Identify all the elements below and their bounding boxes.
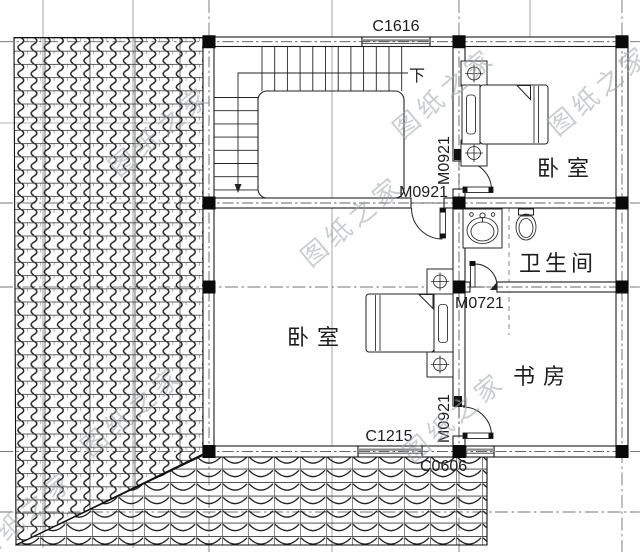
column xyxy=(615,445,629,458)
wall-centerlines xyxy=(203,37,628,457)
door-study xyxy=(454,396,494,439)
watermark-text: 图纸之家 xyxy=(296,171,410,274)
toilet-bowl xyxy=(515,213,537,241)
sink-counter xyxy=(462,208,503,249)
column xyxy=(452,445,466,458)
column xyxy=(202,196,216,210)
bathroom-sink xyxy=(462,208,503,249)
column xyxy=(452,196,466,210)
door-strike xyxy=(490,282,497,290)
door-label-m0921-main: M0921 xyxy=(399,184,448,201)
room-label-bedroom-top: 卧室 xyxy=(537,157,597,182)
door-label-m0921-study: M0921 xyxy=(436,394,453,443)
column xyxy=(615,196,629,210)
doors xyxy=(411,149,498,439)
bed-body xyxy=(365,293,435,353)
bed-main-bedroom xyxy=(365,268,454,378)
column xyxy=(202,445,216,458)
structural-columns xyxy=(202,35,629,458)
staircase: 下 xyxy=(214,46,425,199)
sink-bowl xyxy=(466,217,499,244)
roof-hip-line xyxy=(15,453,205,546)
room-label-bedroom-main: 卧室 xyxy=(287,326,347,351)
labels: C1616 C1215 C0606 M0921 M0921 M0921 M072… xyxy=(287,18,597,475)
stair-treads-left xyxy=(214,97,258,191)
stair-treads-top xyxy=(261,46,403,91)
toilet-tank xyxy=(518,208,534,216)
roof-batten-lines xyxy=(44,37,181,545)
stair-down-label: 下 xyxy=(409,66,425,85)
column xyxy=(202,35,216,49)
column xyxy=(615,280,629,294)
door-label-m0921-top: M0921 xyxy=(436,136,453,185)
room-label-bathroom: 卫生间 xyxy=(519,252,597,277)
bed-body xyxy=(479,84,549,145)
stair-direction-arrow xyxy=(234,184,242,193)
column xyxy=(452,280,466,294)
stair-walk-line xyxy=(237,72,408,184)
door-bathroom xyxy=(469,261,498,290)
bed-headboard xyxy=(433,293,454,353)
bed-blanket-fold xyxy=(515,85,531,101)
room-label-study: 书房 xyxy=(513,365,573,390)
door-bedroom-main xyxy=(411,207,446,240)
column xyxy=(452,35,466,49)
bed-pillow xyxy=(466,94,476,135)
door-label-m0721: M0721 xyxy=(455,295,504,312)
stair-well-rail xyxy=(257,90,405,199)
furniture xyxy=(365,60,549,378)
toilet xyxy=(515,208,537,241)
window-c1616 xyxy=(361,36,431,48)
window-label-c0606: C0606 xyxy=(420,458,467,475)
window-label-c1215: C1215 xyxy=(365,428,412,445)
column xyxy=(615,35,629,49)
bed-pillow xyxy=(438,304,448,343)
bed-top-bedroom xyxy=(460,60,549,167)
column xyxy=(202,280,216,294)
window-label-c1616: C1616 xyxy=(372,18,419,35)
bed-blanket-fold xyxy=(417,294,434,310)
